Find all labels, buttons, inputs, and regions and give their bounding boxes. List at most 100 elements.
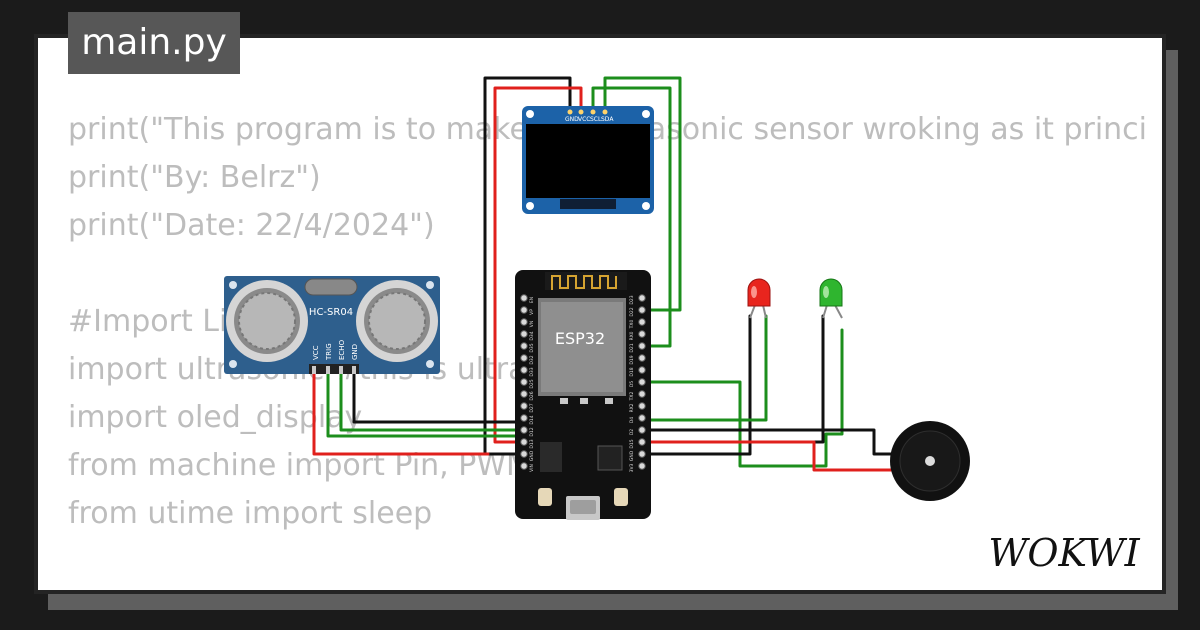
esp32-pin-label: D23: [629, 295, 635, 304]
esp32-pin[interactable]: [638, 390, 646, 398]
esp32-pin-label: 3V3: [629, 463, 635, 472]
code-line: import oled_display: [68, 400, 363, 435]
wokwi-logo-text: WOKWI: [988, 531, 1140, 575]
esp32-board[interactable]: ESP32 ENVPVND34D35D32D33D25D26D27D14D12D…: [515, 270, 651, 520]
wokwi-logo: WOKWI: [988, 531, 1140, 575]
esp32-right-pins: D23D22TX0RX0D21D19D18D5TX2RX2D4D2D15GND3…: [629, 294, 646, 472]
esp32-pin-label: GND: [629, 450, 635, 461]
esp32-pin[interactable]: [520, 366, 528, 374]
wire-led-red-gnd[interactable]: [640, 314, 752, 456]
esp32-pin-label: D27: [529, 403, 535, 412]
esp32-pin[interactable]: [520, 318, 528, 326]
esp32-pin-label: D13: [529, 439, 535, 448]
esp32-pin-label: VIN: [529, 464, 535, 472]
wires: [312, 76, 895, 472]
code-line: from utime import sleep: [68, 496, 433, 531]
wire-buzzer-signal[interactable]: [640, 440, 895, 472]
esp32-pin-label: D12: [529, 427, 535, 436]
esp32-pin[interactable]: [638, 366, 646, 374]
oled-pin-sda: SDA: [601, 116, 614, 123]
esp32-pin-label: D32: [529, 355, 535, 364]
code-line: print("By: Belrz"): [68, 160, 321, 195]
esp32-pin[interactable]: [520, 306, 528, 314]
esp32-label: ESP32: [555, 329, 605, 348]
esp32-pin-label: D34: [529, 331, 535, 340]
us-pin-vcc: VCC: [312, 345, 320, 360]
esp32-pin[interactable]: [520, 462, 528, 470]
wire-buzzer-gnd[interactable]: [640, 428, 895, 456]
esp32-pin-label: D2: [629, 429, 635, 435]
wire-oled-vcc[interactable]: [493, 86, 583, 444]
esp32-pin-label: D22: [629, 307, 635, 316]
esp32-pin-label: D5: [629, 381, 635, 387]
esp32-pin-label: D18: [629, 367, 635, 376]
esp32-pin[interactable]: [520, 402, 528, 410]
us-pin-echo: ECHO: [338, 339, 346, 360]
esp32-pin[interactable]: [520, 330, 528, 338]
esp32-left-pins: ENVPVND34D35D32D33D25D26D27D14D12D13GNDV…: [520, 294, 535, 472]
esp32-pin[interactable]: [638, 414, 646, 422]
esp32-pin-label: RX0: [629, 331, 635, 340]
esp32-pin[interactable]: [638, 462, 646, 470]
wire-oled-scl[interactable]: [591, 86, 672, 348]
wire-oled-sda[interactable]: [603, 76, 682, 312]
led-red[interactable]: [747, 278, 771, 319]
esp32-pin[interactable]: [520, 426, 528, 434]
wire-us-vcc[interactable]: [312, 370, 490, 456]
esp32-pin[interactable]: [638, 378, 646, 386]
wire-led-red[interactable]: [640, 328, 844, 468]
transducer-left: [226, 280, 308, 362]
esp32-pin[interactable]: [638, 450, 646, 458]
transducer-right: [356, 280, 438, 362]
wire-led-green[interactable]: [640, 314, 768, 422]
esp32-pin-label: EN: [529, 297, 535, 303]
esp32-pin-label: D21: [629, 343, 635, 352]
esp32-pin[interactable]: [520, 342, 528, 350]
esp32-pin-label: D4: [629, 417, 635, 423]
esp32-pin-label: TX0: [629, 320, 635, 330]
esp32-pin[interactable]: [638, 318, 646, 326]
esp32-pin[interactable]: [638, 330, 646, 338]
us-pin-trig: TRIG: [325, 343, 333, 361]
esp32-pin-label: RX2: [629, 403, 635, 412]
esp32-pin[interactable]: [638, 306, 646, 314]
esp32-pin[interactable]: [520, 294, 528, 302]
oled-pin-gnd: GND: [565, 116, 579, 123]
esp32-pin-label: D26: [529, 391, 535, 400]
file-tab[interactable]: main.py: [68, 12, 240, 74]
esp32-pin-label: VN: [529, 321, 535, 327]
esp32-pin[interactable]: [638, 438, 646, 446]
esp32-pin[interactable]: [520, 354, 528, 362]
esp32-pin[interactable]: [638, 354, 646, 362]
esp32-pin[interactable]: [638, 294, 646, 302]
wire-us-echo[interactable]: [339, 370, 526, 432]
wire-us-gnd[interactable]: [352, 370, 526, 424]
esp32-pin[interactable]: [520, 438, 528, 446]
esp32-pin[interactable]: [638, 342, 646, 350]
led-green[interactable]: [819, 278, 843, 319]
wire-us-trig[interactable]: [326, 370, 526, 438]
oled-pin-scl: SCL: [590, 116, 602, 123]
us-pin-gnd: GND: [351, 344, 359, 360]
esp32-pin-label: D25: [529, 379, 535, 388]
esp32-pin[interactable]: [520, 450, 528, 458]
oled-pin-vcc: VCC: [578, 116, 590, 123]
esp32-pin-label: D35: [529, 343, 535, 352]
oled-pin-labels: GND VCC SCL SDA: [565, 116, 614, 123]
esp32-pin-label: D19: [629, 355, 635, 364]
esp32-pin[interactable]: [638, 402, 646, 410]
esp32-pin-label: D33: [529, 367, 535, 376]
esp32-pin-label: VP: [529, 309, 535, 315]
esp32-pin[interactable]: [638, 426, 646, 434]
esp32-pin-label: GND: [529, 450, 535, 461]
ultrasonic-label: HC-SR04: [309, 307, 353, 318]
buzzer[interactable]: [890, 421, 970, 501]
oled-display[interactable]: GND VCC SCL SDA: [522, 106, 654, 214]
esp32-pin[interactable]: [520, 390, 528, 398]
ultrasonic-pin-labels: VCC TRIG ECHO GND: [312, 339, 359, 361]
esp32-pin[interactable]: [520, 378, 528, 386]
ultrasonic-sensor[interactable]: HC-SR04 VCC TRIG ECHO GND: [224, 276, 440, 374]
esp32-pin-label: TX2: [629, 392, 635, 402]
esp32-pin[interactable]: [520, 414, 528, 422]
